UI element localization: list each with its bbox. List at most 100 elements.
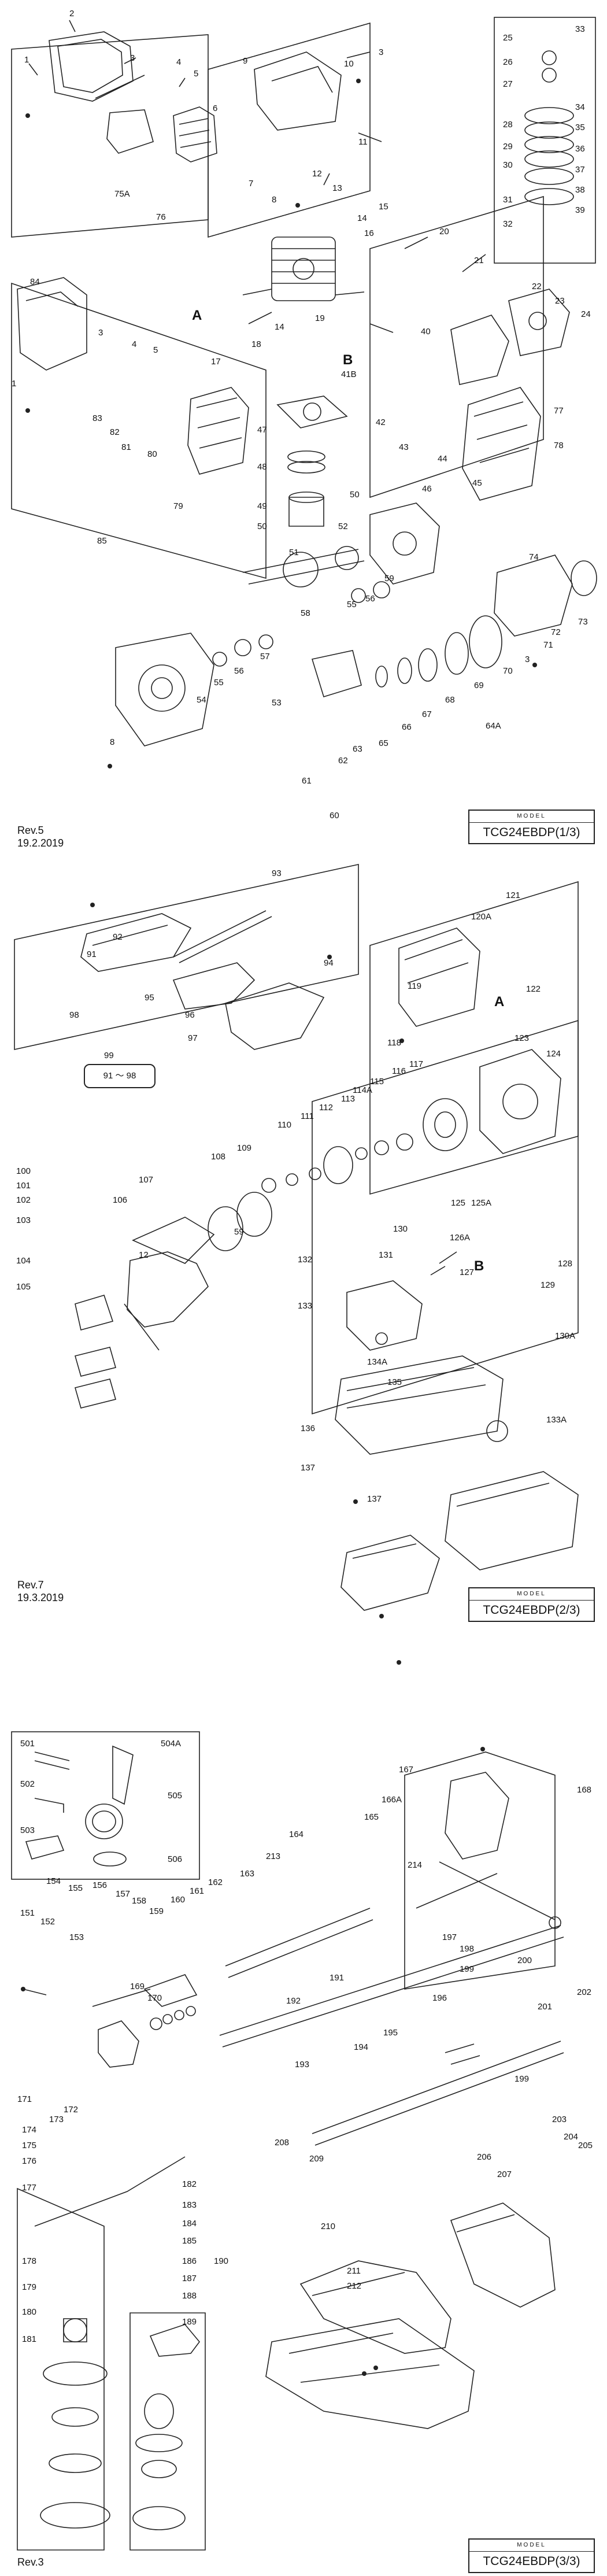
label-64A: 64A [486, 721, 501, 731]
label-205: 205 [578, 2141, 593, 2150]
label-133: 133 [298, 1301, 312, 1311]
label-62: 62 [338, 756, 348, 766]
label-182: 182 [182, 2179, 197, 2189]
label-211: 211 [347, 2266, 361, 2276]
label-109: 109 [237, 1143, 251, 1153]
label-121: 121 [506, 890, 520, 900]
label-55b: 55 [347, 600, 357, 609]
label-13: 13 [332, 183, 342, 193]
label-42: 42 [376, 417, 386, 427]
label-71: 71 [543, 640, 553, 650]
label-49: 49 [257, 501, 267, 511]
label-192: 192 [286, 1996, 301, 2006]
label-198: 198 [460, 1944, 474, 1954]
label-47: 47 [257, 425, 267, 435]
label-75A: 75A [114, 189, 130, 199]
label-43: 43 [399, 442, 409, 452]
label-19: 19 [315, 313, 325, 323]
label-30: 30 [503, 160, 513, 170]
label-2: 2 [69, 9, 74, 19]
model-title-block: MODEL TCG24EBDP(2/3) [468, 1587, 595, 1622]
label-201: 201 [538, 2002, 552, 2012]
label-33: 33 [575, 24, 585, 34]
label-1b: 1 [12, 379, 16, 389]
label-116: 116 [392, 1066, 406, 1076]
label-170: 170 [147, 1993, 162, 2003]
label-12: 12 [139, 1250, 149, 1260]
label-208: 208 [275, 2138, 289, 2148]
label-66: 66 [402, 722, 412, 732]
label-94: 94 [324, 958, 334, 968]
label-65: 65 [379, 738, 388, 748]
label-17: 17 [211, 357, 221, 367]
label-168: 168 [577, 1785, 591, 1795]
label-181: 181 [22, 2334, 36, 2344]
label-130: 130 [393, 1224, 408, 1234]
label-38: 38 [575, 185, 585, 195]
label-16: 16 [364, 228, 374, 238]
label-4b: 4 [132, 339, 136, 349]
model-name: TCG24EBDP(1/3) [483, 826, 580, 839]
label-193: 193 [295, 2060, 309, 2069]
label-37: 37 [575, 165, 585, 175]
label-174: 174 [22, 2125, 36, 2135]
label-125A: 125A [471, 1198, 491, 1208]
label-136: 136 [301, 1424, 315, 1433]
label-1: 1 [24, 55, 29, 65]
label-61: 61 [302, 776, 312, 786]
label-206: 206 [477, 2152, 491, 2162]
label-506: 506 [168, 1854, 182, 1864]
label-93: 93 [272, 868, 282, 878]
label-163: 163 [240, 1869, 254, 1879]
label-79: 79 [173, 501, 183, 511]
label-190: 190 [214, 2256, 228, 2266]
label-164: 164 [289, 1830, 304, 1839]
model-header: MODEL [469, 2540, 594, 2552]
revision-note: Rev.3 [17, 2556, 44, 2568]
label-183: 183 [182, 2200, 197, 2210]
revision-number: Rev.3 [17, 2556, 44, 2568]
label-3b: 3 [379, 47, 383, 57]
label-105: 105 [16, 1282, 31, 1292]
label-59: 59 [234, 1227, 244, 1237]
diagram-sheet-3: 501 504A 502 505 503 506 167 168 166A 16… [11, 1731, 593, 2551]
model-title-block: MODEL TCG24EBDP(3/3) [468, 2538, 595, 2573]
label-5: 5 [194, 69, 198, 79]
label-8b: 8 [110, 737, 114, 747]
letter-b: B [474, 1258, 484, 1274]
label-56b: 56 [365, 594, 375, 604]
label-3c: 3 [98, 328, 103, 338]
label-95: 95 [145, 993, 154, 1003]
label-191: 191 [330, 1973, 344, 1983]
label-166A: 166A [382, 1795, 402, 1805]
label-100: 100 [16, 1166, 31, 1176]
label-197: 197 [442, 1932, 457, 1942]
label-113: 113 [341, 1094, 355, 1104]
label-179: 179 [22, 2282, 36, 2292]
label-24: 24 [581, 309, 591, 319]
label-130A: 130A [555, 1331, 575, 1341]
label-161: 161 [190, 1886, 204, 1896]
label-128: 128 [558, 1259, 572, 1269]
label-185: 185 [182, 2236, 197, 2246]
label-54: 54 [197, 695, 206, 705]
label-137b: 137 [367, 1494, 382, 1504]
label-83: 83 [92, 413, 102, 423]
label-154: 154 [46, 1876, 61, 1886]
label-158: 158 [132, 1896, 146, 1906]
label-72: 72 [551, 627, 561, 637]
label-187: 187 [182, 2274, 197, 2283]
label-34: 34 [575, 102, 585, 112]
revision-number: Rev.7 [17, 1579, 44, 1591]
label-118: 118 [387, 1038, 401, 1048]
label-48: 48 [257, 462, 267, 472]
label-175: 175 [22, 2141, 36, 2150]
label-180: 180 [22, 2307, 36, 2317]
label-53: 53 [272, 698, 282, 708]
label-129: 129 [541, 1280, 555, 1290]
label-199: 199 [460, 1964, 474, 1974]
label-505: 505 [168, 1791, 182, 1801]
label-156: 156 [92, 1880, 107, 1890]
label-110: 110 [277, 1120, 291, 1130]
label-111: 111 [301, 1111, 314, 1121]
